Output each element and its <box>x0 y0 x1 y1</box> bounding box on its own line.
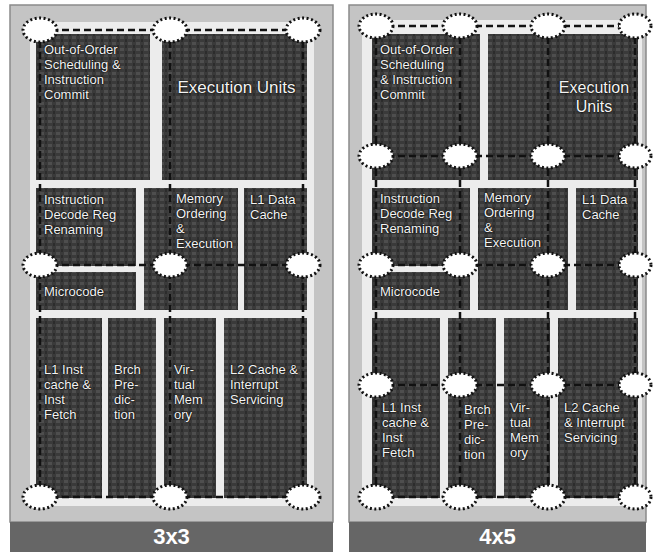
block-label: L1 Data Cache <box>250 192 298 222</box>
block-label: Vir- tual Mem ory <box>510 400 548 460</box>
die-block: Out-of-Order Scheduling & Instruction Co… <box>36 34 150 180</box>
die-block: L2 Cache & Interrupt Servicing <box>558 318 638 498</box>
block-label: L2 Cache & Interrupt Servicing <box>564 400 630 445</box>
block-label: Execution Units <box>176 78 297 98</box>
block-label: L1 Inst cache & Inst Fetch <box>44 362 98 422</box>
caption-bar <box>10 522 333 552</box>
block-label: L1 Data Cache <box>582 192 630 222</box>
panel-ground <box>10 5 333 522</box>
block-label: Memory Ordering & Execution <box>176 191 236 251</box>
block-label: Instruction Decode Reg Renaming <box>380 191 456 236</box>
block-label: Out-of-Order Scheduling & Instruction Co… <box>380 42 456 102</box>
block-label: Brch Pre- dic- tion <box>114 362 154 422</box>
block-label: Microcode <box>44 284 132 299</box>
block-label: Memory Ordering & Execution <box>484 190 544 250</box>
die-block: Execution Units <box>162 34 307 180</box>
die-block: L1 Data Cache <box>576 188 638 310</box>
panel-caption: 3x3 <box>10 522 333 552</box>
block-label: Microcode <box>380 284 466 299</box>
block-label: Execution Units <box>556 78 632 116</box>
block-label: Vir- tual Mem ory <box>174 362 214 422</box>
router-ellipse <box>23 14 651 509</box>
block-label: L1 Inst cache & Inst Fetch <box>382 400 436 460</box>
die-block: L1 Inst cache & Inst Fetch <box>36 318 102 498</box>
floorplan-panel: 4x5 Out-of-Order Scheduling & Instruction… <box>349 5 646 552</box>
die-blocks <box>372 34 638 498</box>
block-label: Brch Pre- dic- tion <box>464 402 494 462</box>
die-block: Instruction Decode Reg Renaming <box>372 188 470 266</box>
die-block: Out-of-Order Scheduling & Instruction Co… <box>372 34 480 180</box>
die-block: Microcode <box>372 272 470 310</box>
die-block: L1 Inst cache & Inst Fetch <box>372 318 440 498</box>
die-block: Brch Pre- dic- tion <box>448 318 496 498</box>
die-block: Instruction Decode Reg Renaming <box>36 188 136 266</box>
die-block: Microcode <box>36 272 136 310</box>
die-block: Execution Units <box>488 34 638 180</box>
panel-ground <box>349 5 646 522</box>
die-block: Memory Ordering & Execution <box>144 188 238 310</box>
die-block: Brch Pre- dic- tion <box>108 318 156 498</box>
block-label: L2 Cache & Interrupt Servicing <box>230 362 299 407</box>
die-block: Vir- tual Mem ory <box>504 318 550 498</box>
die-block: L2 Cache & Interrupt Servicing <box>224 318 307 498</box>
die-block: Vir- tual Mem ory <box>164 318 216 498</box>
block-label: Instruction Decode Reg Renaming <box>44 192 132 237</box>
floorplan-panel: 3x3 Out-of-Order Scheduling & Instruction… <box>10 5 333 552</box>
die-ground <box>30 22 314 506</box>
block-label: Out-of-Order Scheduling & Instruction Co… <box>44 42 146 102</box>
partition-grid <box>40 26 635 497</box>
die-block: L1 Data Cache <box>244 188 307 310</box>
die-blocks <box>36 34 307 498</box>
die-ground <box>362 20 642 506</box>
panel-caption: 4x5 <box>349 522 646 552</box>
die-block: Memory Ordering & Execution <box>478 188 568 310</box>
caption-bar <box>349 522 646 552</box>
